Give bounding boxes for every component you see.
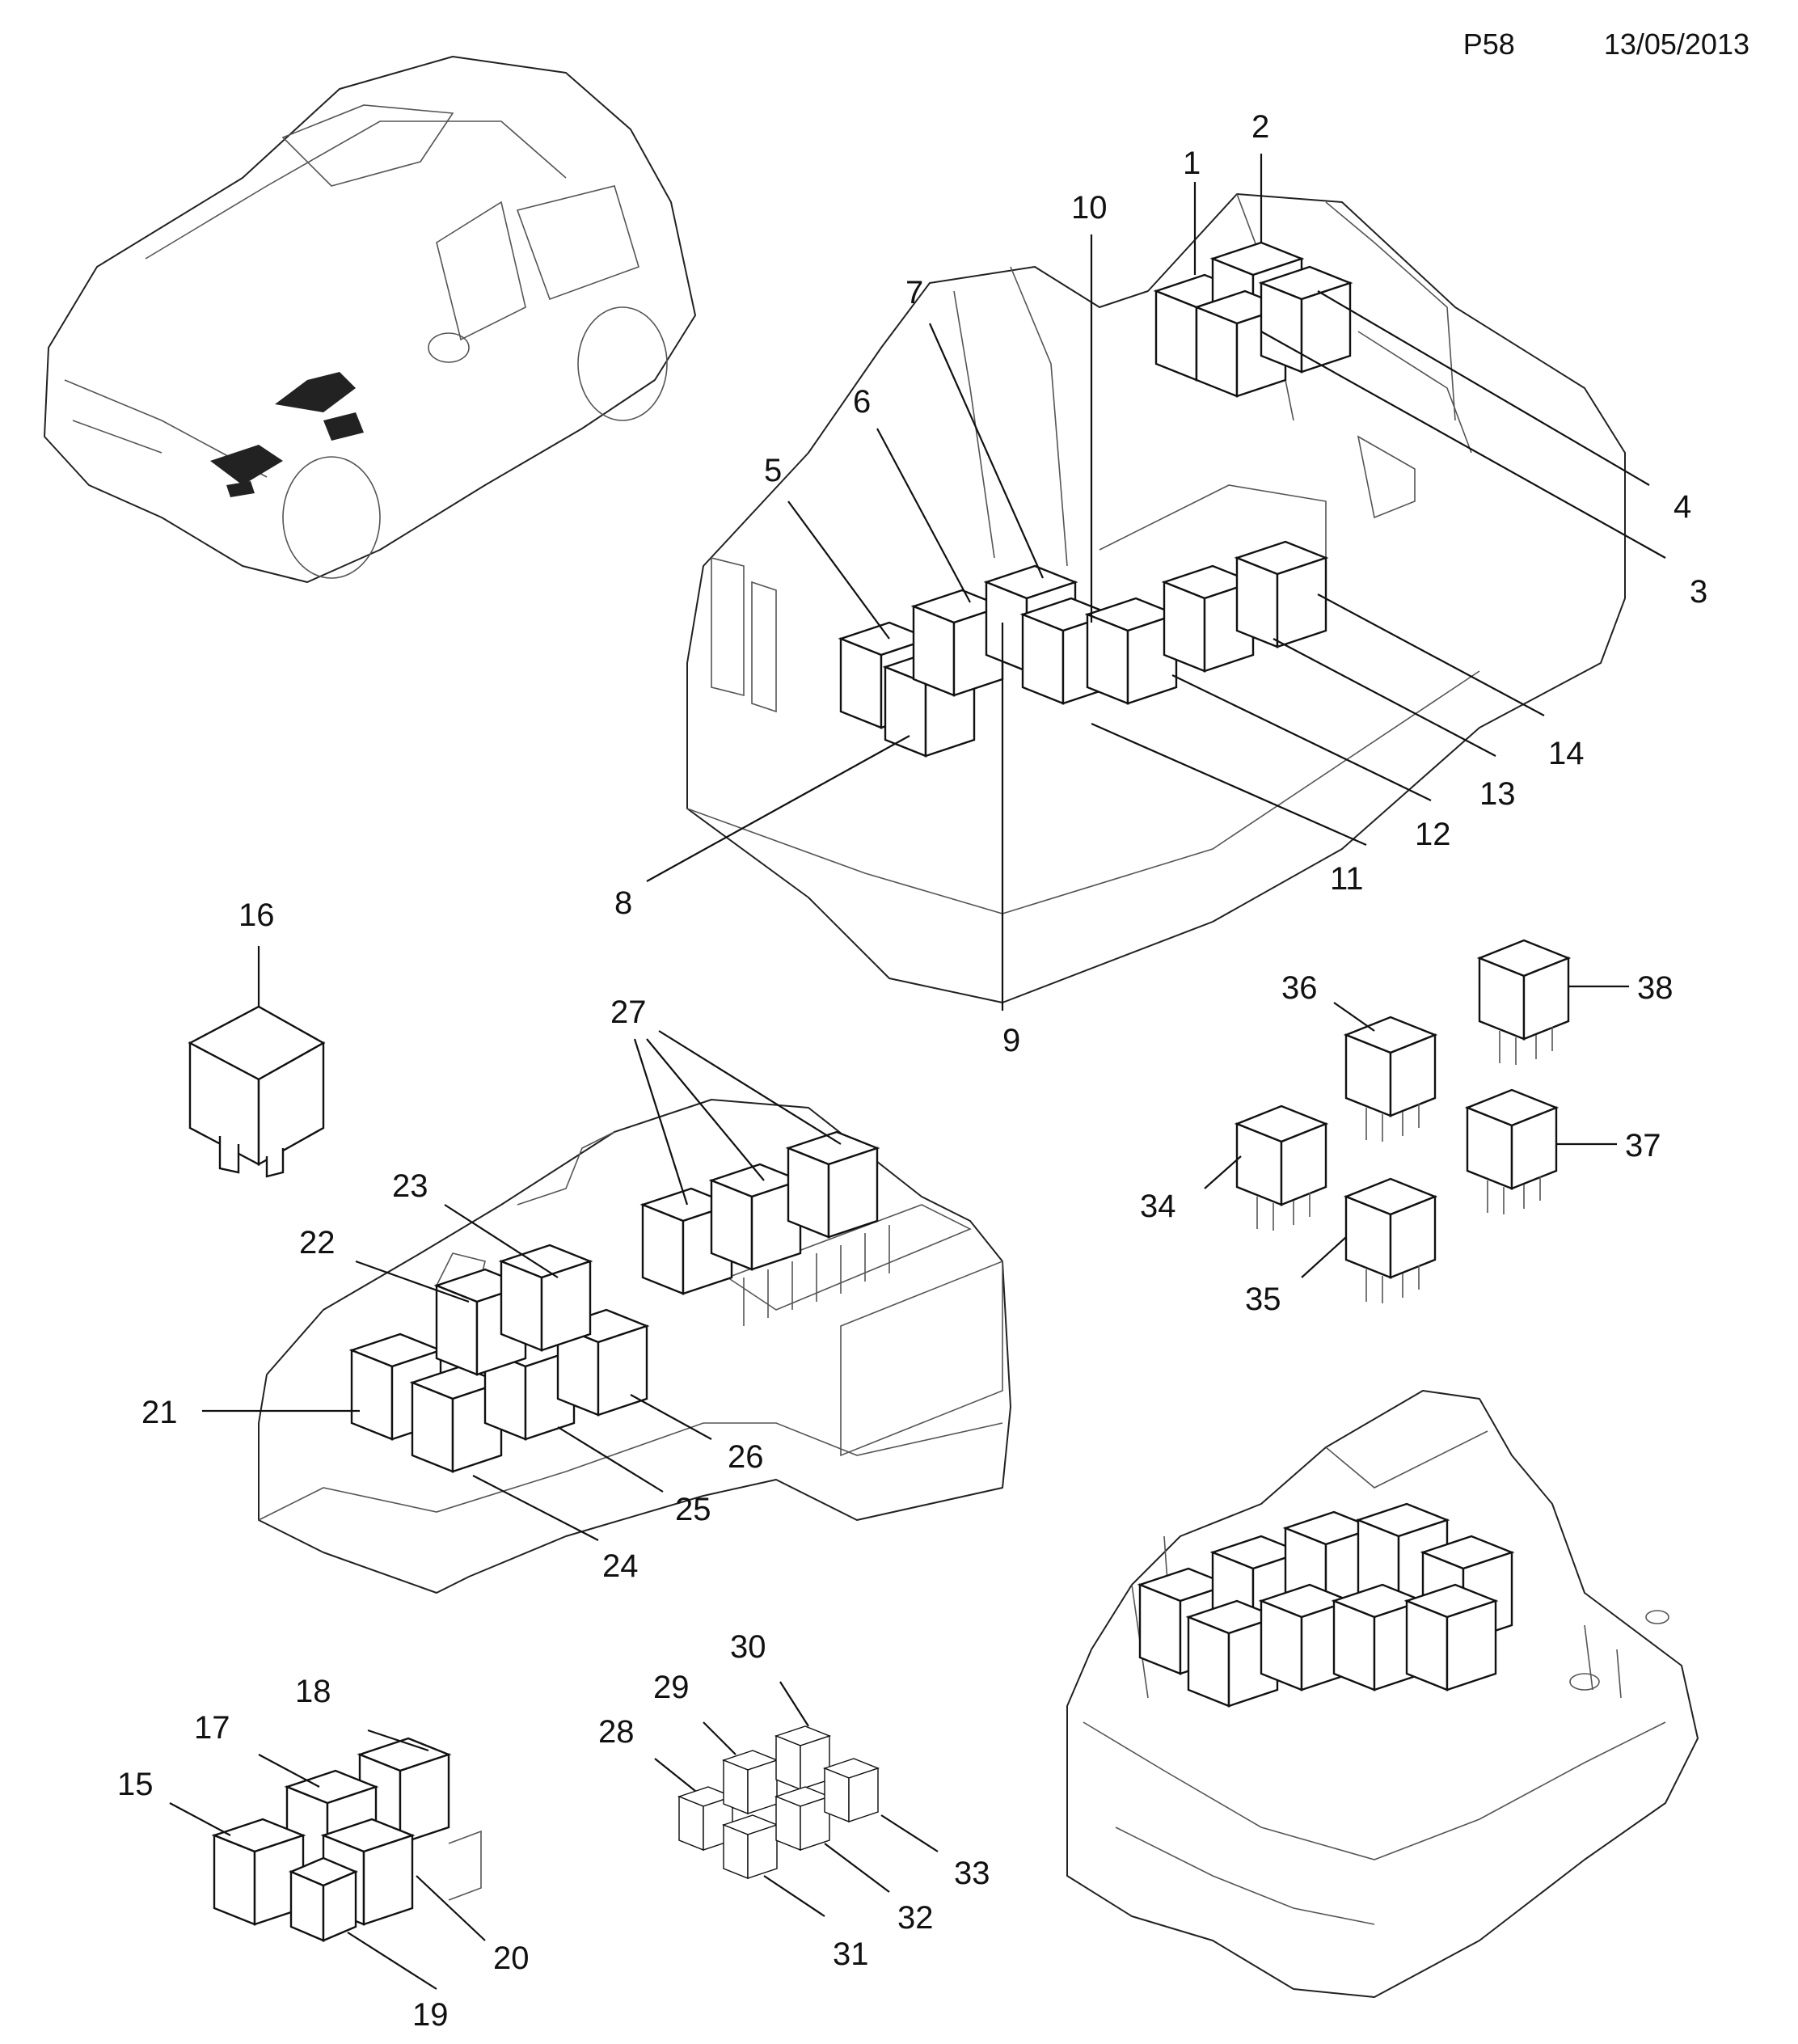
- callout-35: 35: [1245, 1282, 1281, 1317]
- relay-group-28-33: [654, 1681, 939, 1917]
- callout-10: 10: [1071, 190, 1108, 226]
- callout-7: 7: [905, 275, 923, 310]
- page-date: 13/05/2013: [1603, 27, 1749, 61]
- main-relay-box-housing: [686, 193, 1626, 1003]
- callout-23: 23: [392, 1168, 428, 1204]
- relay-38: [1476, 939, 1572, 1065]
- callout-6: 6: [853, 384, 871, 420]
- relay-group-15-20: [169, 1729, 486, 1990]
- vehicle-location-illustration: [44, 56, 696, 583]
- callout-labels: 1 2 3 4 5 6 7 8 9 10 11 12 13 14 15 16 1…: [117, 109, 1707, 2033]
- callout-12: 12: [1415, 817, 1451, 852]
- callout-38: 38: [1637, 970, 1673, 1006]
- callout-31: 31: [833, 1936, 869, 1972]
- callout-21: 21: [141, 1395, 178, 1430]
- middle-box-leaders: [202, 1030, 842, 1541]
- callout-37: 37: [1625, 1128, 1661, 1163]
- callout-16: 16: [238, 897, 275, 933]
- callout-1: 1: [1183, 146, 1201, 181]
- relay-35: [1343, 1177, 1438, 1303]
- callout-2: 2: [1251, 109, 1269, 145]
- callout-3: 3: [1690, 574, 1707, 610]
- callout-34: 34: [1140, 1189, 1176, 1224]
- callout-8: 8: [614, 885, 632, 921]
- main-box-leaders: [646, 154, 1666, 1011]
- callout-32: 32: [897, 1900, 934, 1936]
- callout-5: 5: [764, 453, 782, 488]
- callout-28: 28: [598, 1714, 635, 1750]
- callout-24: 24: [602, 1548, 639, 1584]
- relay-36: [1343, 1016, 1438, 1142]
- callout-30: 30: [730, 1629, 766, 1665]
- callout-19: 19: [412, 1997, 449, 2033]
- page-header: P58 13/05/2013: [1463, 27, 1749, 61]
- callout-11: 11: [1330, 861, 1364, 897]
- callout-14: 14: [1548, 736, 1585, 771]
- callout-22: 22: [299, 1225, 336, 1261]
- relay-carrier-assembly: [1066, 1390, 1699, 1998]
- callout-15: 15: [117, 1767, 154, 1802]
- callout-27: 27: [610, 995, 647, 1030]
- callout-17: 17: [194, 1710, 230, 1746]
- callout-13: 13: [1479, 776, 1516, 812]
- callout-33: 33: [954, 1856, 990, 1891]
- callout-36: 36: [1281, 970, 1318, 1006]
- relay-37: [1464, 1088, 1560, 1214]
- callout-25: 25: [675, 1492, 711, 1527]
- callout-26: 26: [728, 1439, 764, 1475]
- relay-16: [188, 946, 326, 1178]
- callout-18: 18: [295, 1674, 331, 1709]
- callout-20: 20: [493, 1941, 530, 1976]
- relay-34: [1234, 1104, 1329, 1231]
- callout-4: 4: [1673, 489, 1691, 525]
- callout-29: 29: [653, 1670, 690, 1705]
- page-code: P58: [1462, 27, 1515, 61]
- callout-9: 9: [1002, 1023, 1020, 1058]
- micro-relays: [1204, 939, 1629, 1303]
